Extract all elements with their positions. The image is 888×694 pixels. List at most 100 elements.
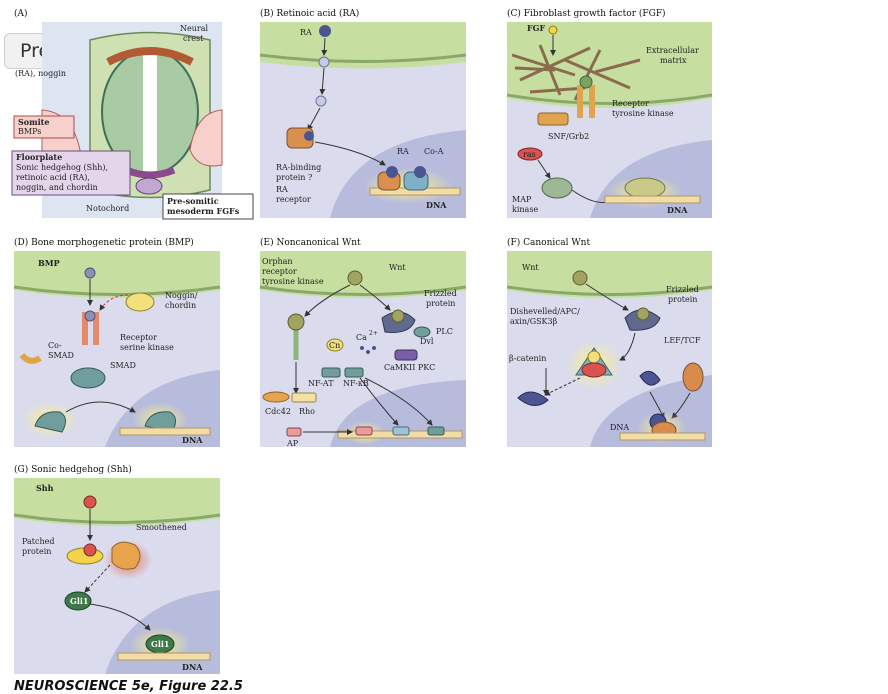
ra-in-nucleus <box>386 166 398 178</box>
beta-catenin-shape <box>517 391 549 406</box>
panel-c: (C) Fibroblast growth factor (FGF) FGF E… <box>506 8 713 218</box>
nfat-label: NF-AT <box>308 379 334 388</box>
shh-bound <box>83 543 97 557</box>
map-kinase-label-2: kinase <box>512 205 538 214</box>
map-kinase-label: MAP <box>512 195 532 204</box>
panel-b-membrane <box>260 22 466 69</box>
gli1-nucleus-label: Gli1 <box>151 639 169 649</box>
receptor-label: Receptor <box>120 333 157 342</box>
fgf-molecule <box>548 25 558 35</box>
gli1-shape <box>64 591 92 611</box>
smad-shape <box>70 367 106 389</box>
dishevelled-label: Dishevelled/APC/ <box>510 307 580 316</box>
arrow-nfat-dna <box>359 377 399 426</box>
wnt-label-e: Wnt <box>389 263 406 272</box>
panel-b: (B) Retinoic acid (RA) RA RA-binding pro… <box>259 8 467 218</box>
ap-on-dna <box>355 426 373 436</box>
floorplate-label: Floorplate <box>16 152 62 162</box>
notochord-label: Notochord <box>86 204 129 213</box>
dna-label-f: DNA <box>610 423 629 432</box>
panel-b-title: (B) Retinoic acid (RA) <box>260 8 359 19</box>
presomitic-label-box <box>162 193 254 220</box>
somite-bmps-label: BMPs <box>18 127 41 136</box>
ra-molecule-2 <box>318 56 330 68</box>
ap-shape <box>286 427 302 437</box>
noggin-label: Noggin/ <box>165 291 198 300</box>
panel-f-membrane <box>507 251 712 298</box>
nfkb-label: NF-κB <box>343 379 369 388</box>
gli1-label: Gli1 <box>70 596 88 606</box>
smad-label: SMAD <box>110 361 136 370</box>
nfat-shape <box>321 367 341 378</box>
coa-label: Co-A <box>424 147 444 156</box>
arrow-gli-nucleus <box>89 603 151 631</box>
ra-receptor-label-2: receptor <box>276 195 311 204</box>
patched-label: Patched <box>22 537 55 546</box>
panel-d-membrane-edge <box>13 285 221 296</box>
smad-complex-nucleus <box>144 411 176 433</box>
panel-e-title: (E) Noncanonical Wnt <box>260 237 361 248</box>
nfkb-on-dna <box>427 426 445 436</box>
roofplate-band <box>106 47 194 66</box>
floorplate-label-box <box>11 150 131 196</box>
plc-shape <box>413 326 431 338</box>
panel-g: (G) Sonic hedgehog (Shh) Shh Patched pro… <box>13 464 221 674</box>
arrow-degrade <box>544 377 581 396</box>
arrow-nfkb-dna <box>364 377 433 426</box>
orphan-label-3: tyrosine kinase <box>262 277 324 286</box>
arrow-wnt-frizzled <box>359 284 391 311</box>
shh-molecule <box>83 495 97 509</box>
panel-d-membrane <box>14 251 220 298</box>
figure-caption: NEUROSCIENCE 5e, Figure 22.5 <box>14 679 243 694</box>
ra-receptor-label: RA <box>276 185 288 194</box>
noggin-inhibit-arrow <box>99 294 129 311</box>
patched-label-2: protein <box>22 547 51 556</box>
wnt-molecule-f <box>572 270 588 286</box>
panel-d-title: (D) Bone morphogenetic protein (BMP) <box>14 237 194 248</box>
dna-label-g: DNA <box>182 662 203 672</box>
arrow-ra-2 <box>319 67 326 95</box>
somite-label-box <box>13 115 75 139</box>
ca-ion-2 <box>366 350 370 354</box>
dna-label-c: DNA <box>667 205 688 215</box>
notochord <box>135 177 163 195</box>
ca-ion-3 <box>372 346 376 350</box>
co-smad-shape <box>19 353 42 364</box>
ap-label: AP <box>286 439 299 448</box>
nfkb-shape <box>344 367 364 378</box>
panel-e-membrane <box>260 251 466 298</box>
panel-g-membrane <box>14 478 220 526</box>
dna-label-d: DNA <box>182 435 203 445</box>
panel-b-membrane-edge <box>259 53 467 63</box>
ra-molecule <box>319 25 331 37</box>
matrix-label-2: matrix <box>660 56 687 65</box>
shh-label: Shh <box>36 483 54 493</box>
fgf-label: FGF <box>527 23 546 33</box>
panel-g-membrane-edge <box>13 513 221 524</box>
cdc42-label: Cdc42 <box>265 407 291 416</box>
ra-in-nucleus-2 <box>414 166 426 178</box>
rtk-label: Receptor <box>612 99 649 108</box>
cdc42-shape <box>262 391 290 403</box>
panel-c-membrane-edge <box>506 93 713 105</box>
beta-catenin-label: β-catenin <box>509 354 546 363</box>
panel-f-title: (F) Canonical Wnt <box>507 237 590 248</box>
arrow-smad-nucleus <box>65 401 136 413</box>
wnt-label-f: Wnt <box>522 263 539 272</box>
dna-label-b: DNA <box>426 200 447 210</box>
panel-c-membrane <box>507 22 712 108</box>
smoothened-label: Smoothened <box>136 523 187 532</box>
transcription-factor-c <box>624 177 666 199</box>
ras-label: ras <box>523 150 536 159</box>
extracellular-matrix <box>511 44 641 101</box>
receptor-label-2: serine kinase <box>120 343 174 352</box>
panel-g-dna <box>117 652 211 661</box>
bmp-bound <box>84 310 96 322</box>
orphan-bound-wnt <box>287 313 305 331</box>
panel-c-dna <box>604 195 701 204</box>
floorplate-line-3: noggin, and chordin <box>16 183 98 192</box>
noggin-label-2: chordin <box>165 301 196 310</box>
frizzled-label-f-2: protein <box>668 295 697 304</box>
fgf-bound <box>579 75 593 89</box>
arrow-wnt-f <box>585 283 629 311</box>
